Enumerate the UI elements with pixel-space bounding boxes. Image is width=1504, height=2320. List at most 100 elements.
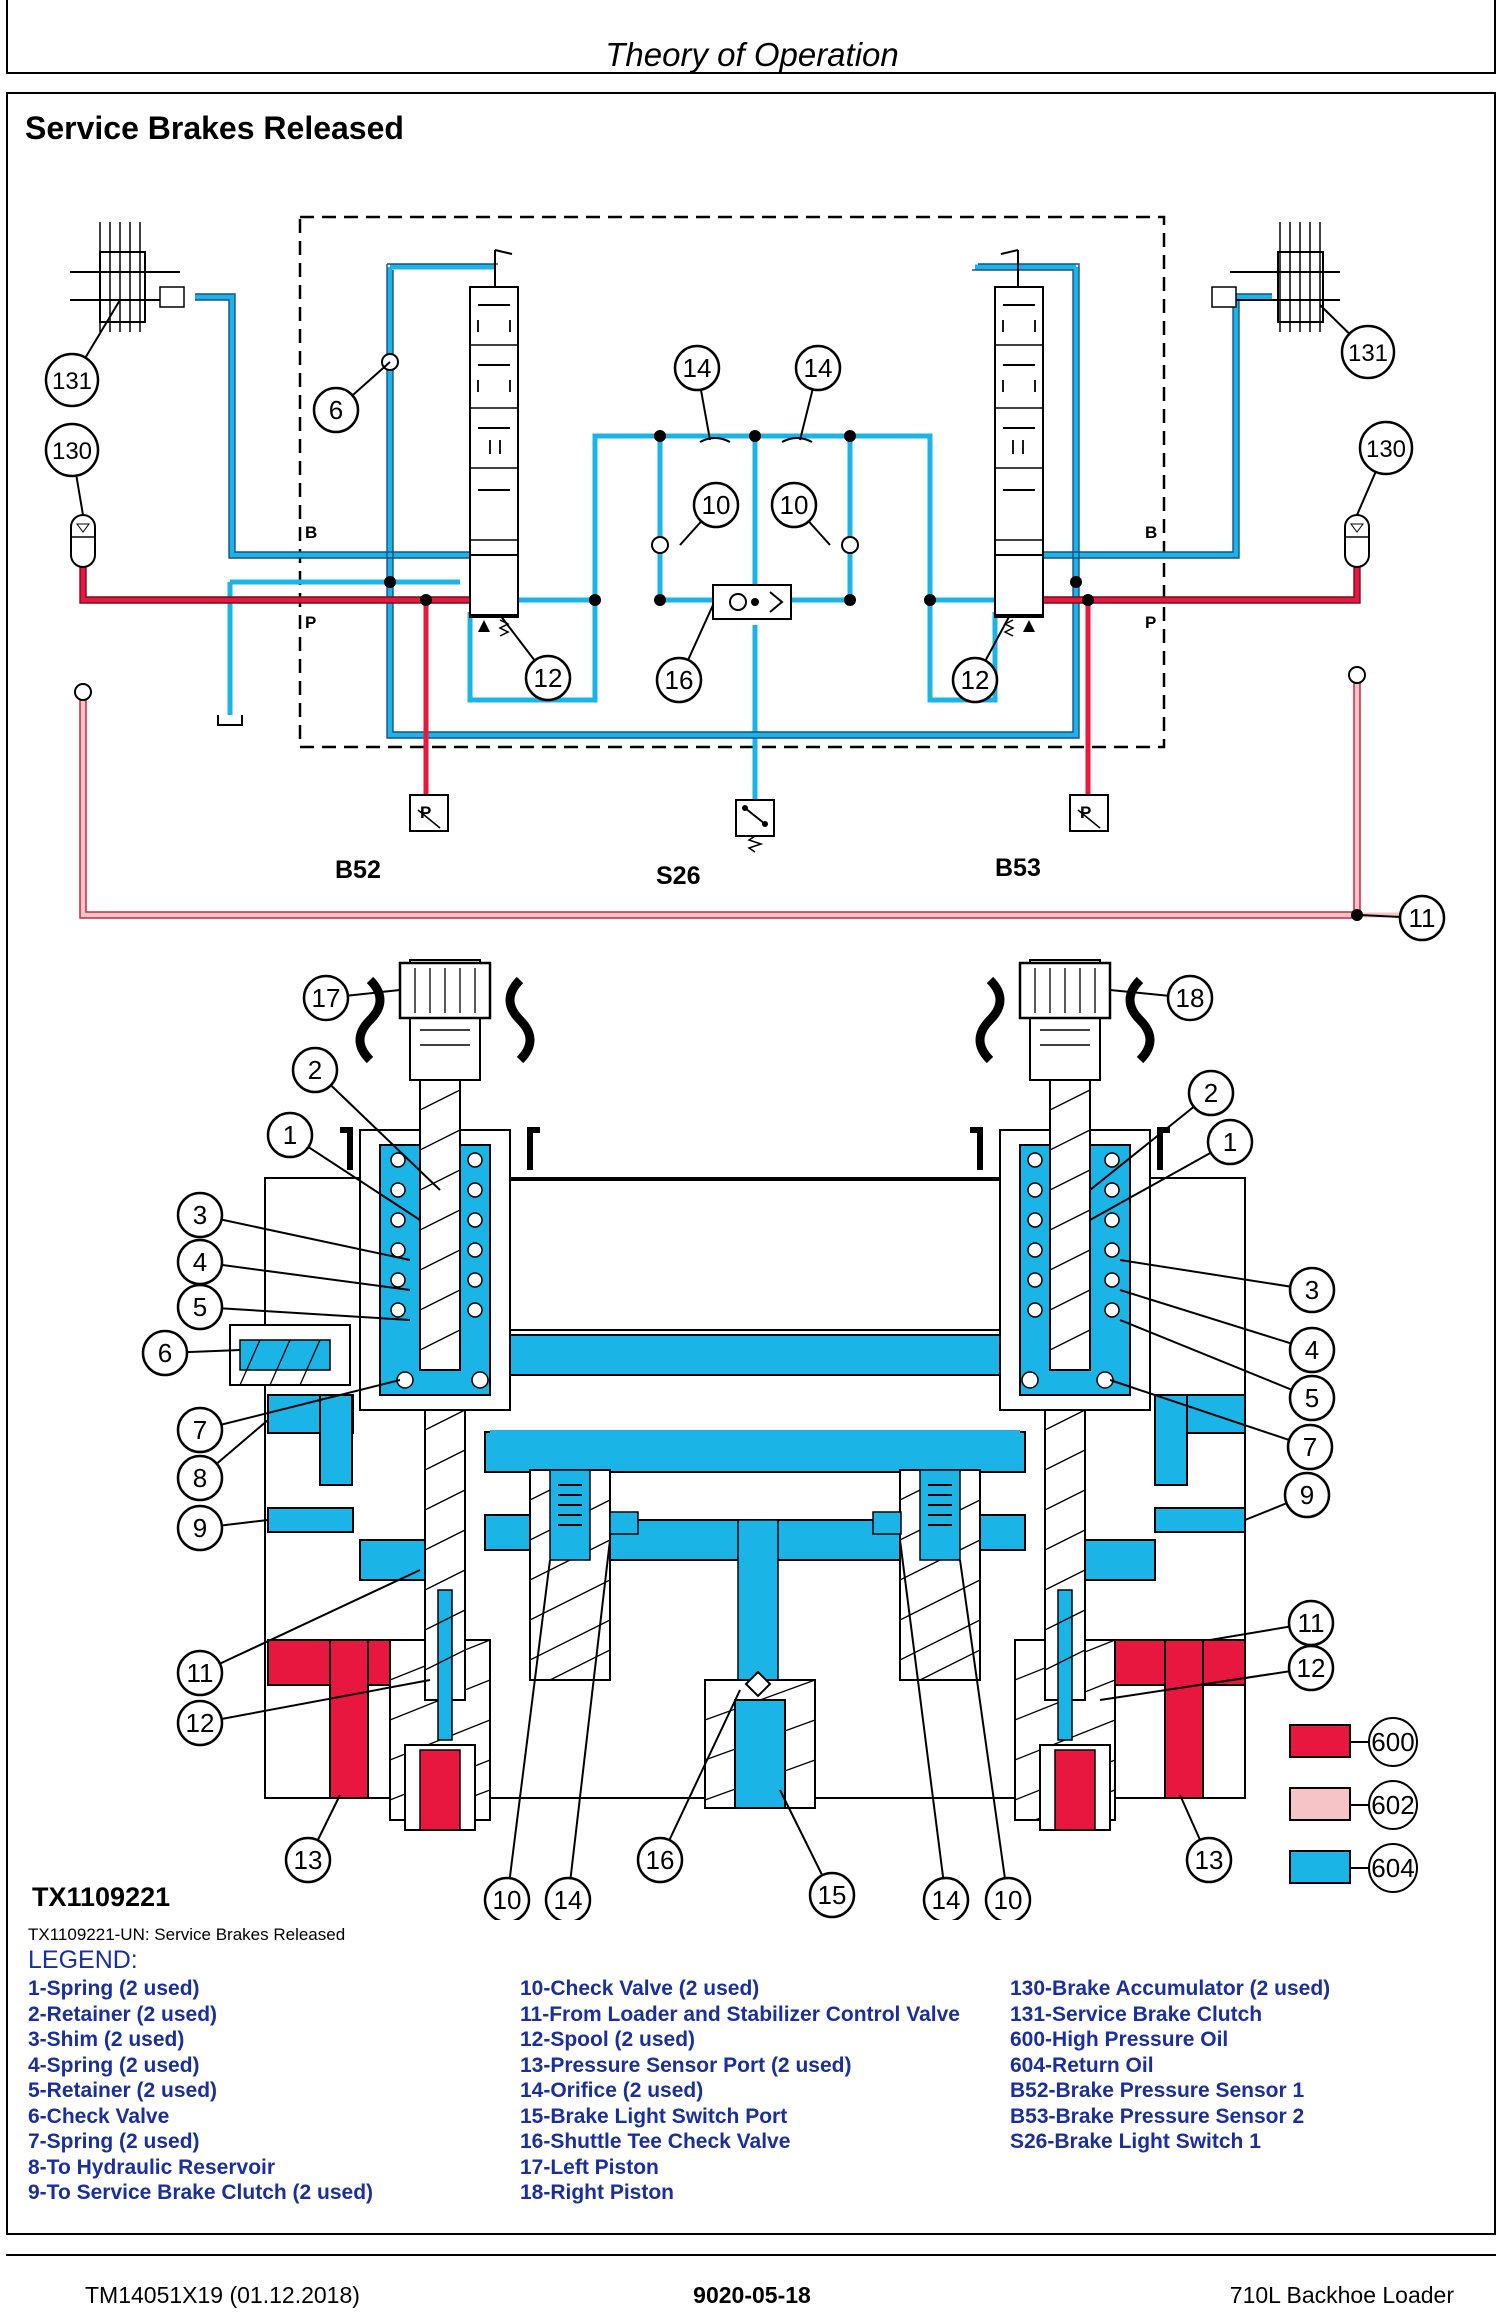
callout-number: 10	[780, 490, 809, 520]
callout-circle	[1286, 1423, 1334, 1471]
left-piston	[340, 959, 540, 1411]
valve-boundary	[298, 215, 1166, 749]
brake-pressure-sensor-2	[1069, 794, 1109, 832]
callout-circle	[770, 481, 818, 529]
legend-item: 7-Spring (2 used)	[28, 2130, 200, 2153]
callout-number: 7	[193, 1415, 207, 1445]
legend-column-1: 1-Spring (2 used)2-Retainer (2 used)3-Sh…	[28, 1976, 373, 2206]
callout-number: 16	[646, 1845, 675, 1875]
callout-circle	[302, 974, 350, 1022]
legend-column-3: 130-Brake Accumulator (2 used)131-Servic…	[1010, 1976, 1330, 2155]
callout-circle	[44, 422, 100, 478]
legend-item: S26-Brake Light Switch 1	[1010, 2130, 1261, 2153]
callout-number: 2	[1204, 1078, 1218, 1108]
sensor-label-b53: B53	[995, 854, 1041, 882]
hydraulic-diagram: P P B P B P B52 S26 B53	[32, 215, 1446, 1920]
callout-circle	[794, 344, 842, 392]
legend-item: 604-Return Oil	[1010, 2053, 1154, 2077]
schematic: P P B P B P B52 S26 B53	[70, 215, 1400, 921]
right-brake-accumulator	[1344, 514, 1370, 568]
callout-number: 3	[1305, 1275, 1319, 1305]
callout-number: 9	[1300, 1480, 1314, 1510]
callout-number: 3	[193, 1200, 207, 1230]
header-frame	[6, 0, 1496, 74]
callout-number: 17	[312, 983, 341, 1013]
callout-circle	[524, 654, 572, 702]
callout-number: 1	[1223, 1127, 1237, 1157]
callout-number: 16	[665, 665, 694, 695]
callout-number: 15	[818, 1880, 847, 1910]
legend-item: 13-Pressure Sensor Port (2 used)	[520, 2053, 852, 2077]
callout-number: 12	[1297, 1653, 1326, 1683]
legend-column-2: 10-Check Valve (2 used)11-From Loader an…	[520, 1976, 960, 2206]
footer-doc-id: TM14051X19 (01.12.2018)	[85, 2282, 360, 2308]
callout-number: 10	[493, 1885, 522, 1915]
callout-circle	[176, 1406, 224, 1454]
left-brake-accumulator	[70, 514, 96, 568]
callout-circle	[141, 1329, 189, 1377]
callout-number: 11	[1409, 903, 1436, 933]
callout-number: 8	[193, 1463, 207, 1493]
callout-number: 11	[1298, 1608, 1325, 1638]
callout-circle	[984, 1876, 1032, 1920]
callout-number: 131	[1348, 340, 1388, 367]
figure-caption: TX1109221-UN: Service Brakes Released	[28, 1925, 346, 1944]
callout-number: 11	[187, 1658, 214, 1688]
port-b-right: B	[1145, 523, 1157, 542]
legend-item: B52-Brake Pressure Sensor 1	[1010, 2079, 1305, 2102]
brake-light-switch	[735, 799, 775, 853]
callout-number: 10	[994, 1885, 1023, 1915]
callout-circle	[312, 386, 360, 434]
color-key-code: 600	[1371, 1727, 1414, 1757]
color-key-code: 602	[1371, 1790, 1414, 1820]
color-swatch-602	[1289, 1787, 1351, 1821]
callout-circle	[1398, 894, 1446, 942]
high-pressure-lines	[80, 565, 1360, 795]
callout-number: 2	[308, 1055, 322, 1085]
callout-circle	[176, 1649, 224, 1697]
legend-item: 1-Spring (2 used)	[28, 1977, 200, 2000]
right-piston	[970, 959, 1170, 1411]
port-p-left: P	[305, 613, 316, 632]
callout-circle	[291, 1046, 339, 1094]
color-swatch-604	[1289, 1850, 1351, 1884]
callout-circle	[655, 656, 703, 704]
callout-number: 14	[804, 353, 833, 383]
callout-circle	[176, 1191, 224, 1239]
legend-item: 12-Spool (2 used)	[520, 2028, 696, 2051]
legend-item: B53-Brake Pressure Sensor 2	[1010, 2104, 1305, 2128]
callout-circle	[1287, 1644, 1335, 1692]
legend-item: 3-Shim (2 used)	[28, 2028, 185, 2051]
callout-number: 10	[702, 490, 731, 520]
callout-number: 5	[1305, 1383, 1319, 1413]
callout-circle	[1288, 1374, 1336, 1422]
callout-circle	[284, 1836, 332, 1884]
callout-circle	[1166, 974, 1214, 1022]
sensor-label-b52: B52	[335, 856, 381, 884]
callout-circle	[1288, 1326, 1336, 1374]
legend-item: 9-To Service Brake Clutch (2 used)	[28, 2181, 374, 2204]
legend-title: LEGEND:	[28, 1946, 138, 1974]
return-lines	[195, 264, 1272, 800]
callout-number: 6	[329, 395, 343, 425]
legend-item: 15-Brake Light Switch Port	[520, 2104, 788, 2128]
legend-item: 14-Orifice (2 used)	[520, 2079, 704, 2102]
callout-circle	[1185, 1836, 1233, 1884]
page-header-title: Theory of Operation	[605, 36, 899, 73]
callout-circle	[483, 1876, 531, 1920]
footer-divider	[6, 2254, 1496, 2256]
callout-circle	[692, 481, 740, 529]
callout-number: 18	[1176, 983, 1205, 1013]
callout-circle	[44, 352, 100, 408]
callout-number: 13	[1195, 1845, 1224, 1875]
callout-circle	[544, 1876, 592, 1920]
callout-circle	[1283, 1471, 1331, 1519]
right-service-brake-clutch	[1211, 222, 1340, 332]
legend-item: 131-Service Brake Clutch	[1010, 2002, 1263, 2026]
callout-number: 4	[1305, 1335, 1319, 1365]
callout-circle	[266, 1111, 314, 1159]
sensor-label-s26: S26	[656, 862, 700, 890]
callout-number: 131	[52, 368, 92, 395]
color-swatch-600	[1289, 1724, 1351, 1758]
